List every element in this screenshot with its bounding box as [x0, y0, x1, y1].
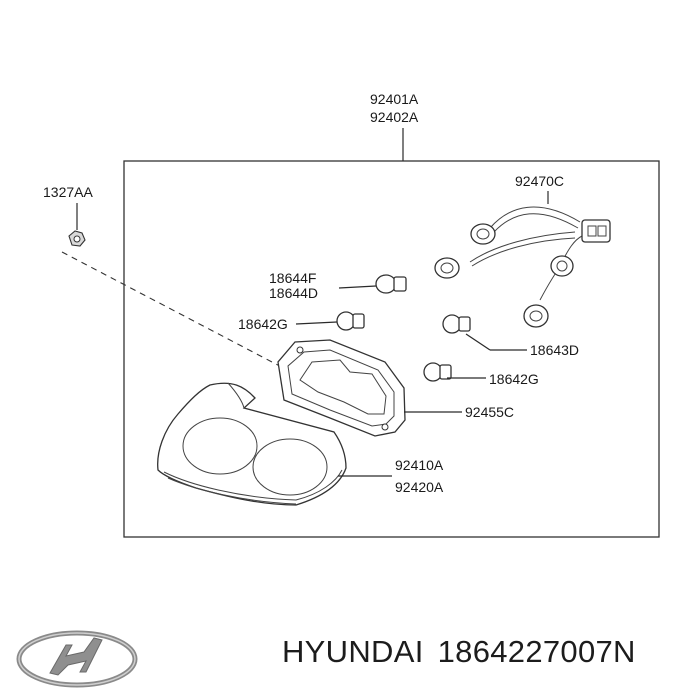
label-92401A: 92401A	[370, 91, 419, 107]
label-92470C: 92470C	[515, 173, 564, 189]
socket-icon	[523, 304, 549, 328]
leader-18642G-left	[295, 321, 338, 325]
bulb-icon	[336, 311, 365, 331]
part-number: 1864227007N	[437, 634, 636, 669]
parts-diagram: 92401A 92402A 1327AA 92470C	[43, 91, 660, 538]
bulb-icon	[442, 314, 471, 334]
label-18644D: 18644D	[269, 285, 318, 301]
diagram-frame	[123, 160, 660, 538]
label-18642G-left: 18642G	[238, 316, 288, 332]
wiring-harness-icon	[434, 206, 611, 328]
label-18644F: 18644F	[269, 270, 316, 286]
socket-icon	[434, 257, 460, 279]
label-1327AA: 1327AA	[43, 184, 93, 200]
mount-dashed-line	[61, 251, 294, 374]
leader-18644F	[338, 285, 377, 289]
socket-icon	[470, 223, 496, 245]
label-92402A: 92402A	[370, 109, 419, 125]
label-92455C: 92455C	[465, 404, 514, 420]
label-92420A: 92420A	[395, 479, 444, 495]
bulb-icon	[423, 362, 452, 382]
socket-icon	[550, 255, 574, 277]
leader-18643D	[465, 333, 491, 351]
hyundai-logo-icon	[16, 630, 138, 688]
label-18642G-right: 18642G	[489, 371, 539, 387]
label-18643D: 18643D	[530, 342, 579, 358]
product-caption: HYUNDAI 1864227007N	[282, 634, 650, 670]
gasket-icon	[277, 339, 406, 437]
label-92410A: 92410A	[395, 457, 444, 473]
brand-name: HYUNDAI	[282, 634, 424, 669]
lamp-housing-icon	[157, 382, 347, 506]
bulb-icon	[375, 274, 407, 294]
nut-icon	[68, 230, 86, 247]
